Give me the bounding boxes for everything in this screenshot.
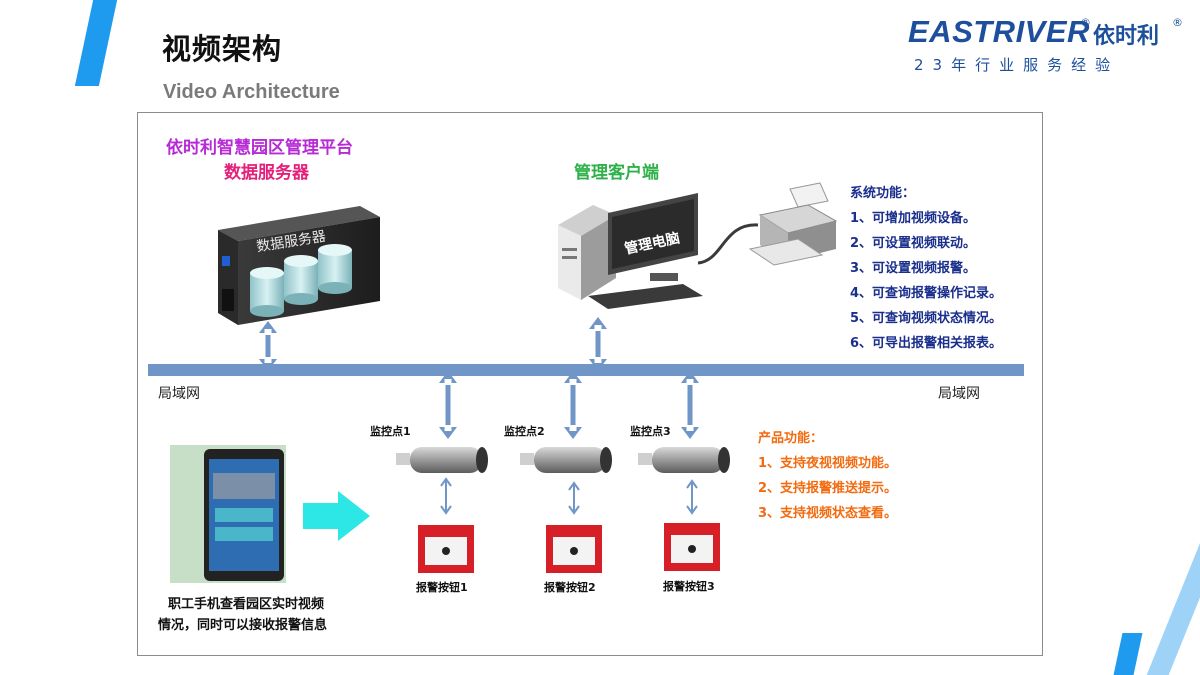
camera-2-icon (520, 447, 612, 473)
client-title: 管理客户端 (574, 163, 659, 183)
alarm-button-2-icon (546, 525, 602, 573)
lan-label-left: 局域网 (158, 386, 200, 402)
logo-brand-cn: 依时利 (1093, 24, 1160, 49)
architecture-diagram: 依时利智慧园区管理平台 数据服务器 数据服务器 管理客户端 管理电脑 局域网 局… (137, 112, 1043, 656)
camera-2-label: 监控点2 (504, 425, 545, 438)
system-functions: 系统功能： 1、可增加视频设备。 2、可设置视频联动。 3、可设置视频报警。 4… (850, 181, 1002, 356)
alarm-button-2-label: 报警按钮2 (544, 581, 596, 594)
camera-column-1 (439, 371, 457, 439)
system-function-item: 3、可设置视频报警。 (850, 261, 977, 276)
camera-1-icon (396, 447, 488, 473)
camera-1-label: 监控点1 (370, 425, 411, 438)
phone-link-arrow (303, 491, 370, 541)
logo-brand-en: EASTRIVER (908, 14, 1090, 49)
server-lan-arrow (259, 321, 277, 371)
system-function-item: 2、可设置视频联动。 (850, 236, 977, 251)
accent-stripe-top-left (74, 0, 118, 86)
phone-icon (170, 445, 286, 583)
eastriver-logo: EASTRIVER ® 依时利 ® 23年行业服务经验 (908, 14, 1190, 76)
lan-bar (148, 364, 1024, 376)
printer-icon (748, 182, 838, 266)
slide-title: 视频架构 (162, 32, 283, 66)
accent-stripe-bottom-right (1113, 633, 1143, 675)
product-functions-heading: 产品功能： (758, 431, 824, 446)
system-function-item: 4、可查询报警操作记录。 (850, 286, 1003, 301)
camera-3-icon (638, 447, 730, 473)
logo-reg-mark-cn: ® (1172, 16, 1183, 29)
logo-reg-mark: ® (1080, 16, 1091, 29)
system-function-item: 1、可增加视频设备。 (850, 211, 977, 226)
product-function-item: 1、支持夜视视频功能。 (758, 456, 898, 471)
camera-column-2 (564, 371, 582, 439)
server-icon (218, 206, 380, 325)
server-title: 数据服务器 (224, 163, 309, 183)
alarm-button-3-label: 报警按钮3 (663, 580, 715, 593)
lan-label-right: 局域网 (938, 386, 980, 402)
system-function-item: 6、可导出报警相关报表。 (850, 336, 1003, 351)
phone-caption-line-2: 情况，同时可以接收报警信息 (158, 618, 328, 633)
camera-alarm-arrows (440, 477, 698, 515)
platform-title: 依时利智慧园区管理平台 (166, 138, 353, 158)
alarm-button-3-icon (664, 523, 720, 571)
system-functions-heading: 系统功能： (850, 186, 916, 201)
alarm-button-1-label: 报警按钮1 (416, 581, 468, 594)
slide-subtitle: Video Architecture (163, 81, 340, 103)
system-function-item: 5、可查询视频状态情况。 (850, 311, 1003, 326)
alarm-button-1-icon (418, 525, 474, 573)
product-function-item: 3、支持视频状态查看。 (758, 506, 898, 521)
diagram-artwork (148, 182, 1024, 583)
accent-stripe-edge-right (1146, 520, 1200, 675)
client-lan-arrow (589, 317, 607, 371)
camera-3-label: 监控点3 (630, 425, 671, 438)
client-pc-icon (558, 193, 759, 309)
logo-tagline: 23年行业服务经验 (914, 56, 1120, 74)
phone-caption-line-1: 职工手机查看园区实时视频 (168, 597, 325, 612)
product-function-item: 2、支持报警推送提示。 (758, 481, 898, 496)
product-functions: 产品功能： 1、支持夜视视频功能。 2、支持报警推送提示。 3、支持视频状态查看… (758, 426, 897, 526)
camera-column-3 (681, 371, 699, 439)
